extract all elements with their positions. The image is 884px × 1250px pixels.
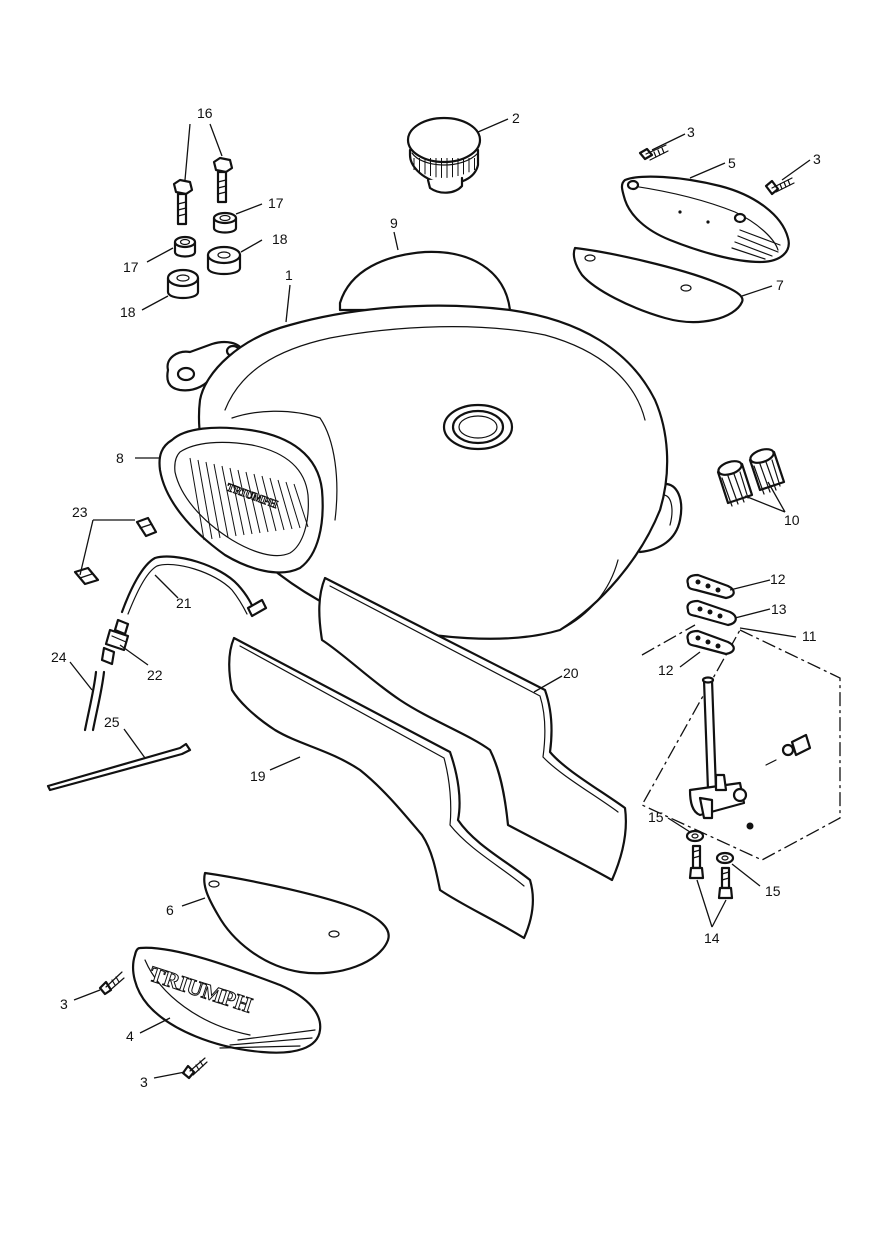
part-24-hose	[83, 670, 106, 732]
label-3-right: 3	[813, 151, 821, 167]
part-3-screw-left	[98, 971, 125, 996]
part-15-washer-left	[685, 829, 705, 843]
label-2: 2	[512, 110, 520, 126]
label-22: 22	[147, 667, 163, 683]
label-15-left: 15	[648, 809, 664, 825]
part-22-filter	[100, 618, 130, 666]
label-19: 19	[250, 768, 266, 784]
label-11: 11	[802, 628, 817, 644]
part-17-spacer-right	[212, 211, 238, 234]
part-23-clip-upper	[135, 516, 158, 538]
part-16-bolt-right	[212, 156, 234, 204]
label-9: 9	[390, 215, 398, 231]
label-18-right: 18	[272, 231, 288, 247]
knee-panel-rib	[229, 467, 245, 536]
part-18-grommet-right	[206, 245, 242, 276]
label-25: 25	[104, 714, 120, 730]
label-20: 20	[563, 665, 579, 681]
label-14: 14	[704, 930, 720, 946]
part-18-grommet-left	[166, 268, 200, 300]
label-21: 21	[176, 595, 192, 611]
part-3-screw-right	[764, 177, 795, 196]
knee-panel-rib	[205, 461, 221, 539]
label-6: 6	[166, 902, 174, 918]
label-16: 16	[197, 105, 213, 121]
knee-panel-rib	[237, 469, 253, 535]
label-17-left: 17	[123, 259, 139, 275]
label-13: 13	[771, 601, 787, 617]
callout-labels: 1 2 3 3 3 3 4 5 6 7 8 9 10 11 12 12 13 1…	[51, 105, 821, 1090]
knee-panel-rib	[197, 459, 213, 540]
leader-lines	[69, 118, 811, 1079]
label-7: 7	[776, 277, 784, 293]
part-12-gasket-bottom	[686, 629, 735, 656]
part-13-plate	[686, 599, 737, 627]
label-24: 24	[51, 649, 67, 665]
part-9-cover	[338, 250, 512, 312]
label-12-bottom: 12	[658, 662, 674, 678]
part-11-fuel-tap-assembly	[641, 624, 841, 861]
label-3-bottom: 3	[140, 1074, 148, 1090]
part-14-bolt-left	[688, 844, 705, 880]
part-17-spacer-left	[173, 235, 197, 258]
part-7-badge-gasket-right	[572, 246, 744, 324]
part-5-tank-badge-right	[620, 175, 790, 264]
label-10: 10	[784, 512, 800, 528]
part-19-foam-pad	[228, 636, 534, 940]
part-8-knee-panel: TRIUMPH	[158, 426, 324, 574]
knee-panel-rib	[261, 475, 277, 532]
label-4: 4	[126, 1028, 134, 1044]
part-20-foam-pad	[318, 576, 627, 882]
knee-panel-rib	[293, 483, 309, 528]
part-23-clip-lower	[73, 566, 100, 586]
knee-panel-rib	[285, 481, 301, 529]
part-6-badge-gasket-left	[203, 871, 390, 975]
part-3-screw-bottom	[181, 1057, 208, 1080]
part-14-bolt-right	[717, 866, 734, 900]
part-10-rubber-buffers	[716, 448, 786, 507]
part-2-filler-cap	[406, 116, 482, 194]
knee-panel-rib	[189, 457, 205, 541]
knee-panel-rib	[269, 477, 285, 531]
knee-panel-rib	[245, 471, 261, 534]
label-8: 8	[116, 450, 124, 466]
label-17-right: 17	[268, 195, 284, 211]
knee-panel-rib	[277, 479, 293, 530]
part-15-washer-right	[715, 851, 735, 865]
part-16-bolt-left	[172, 178, 194, 226]
knee-panel-rib	[253, 473, 269, 533]
part-21-breather-hose	[120, 555, 268, 618]
knee-panel-rib	[213, 463, 229, 538]
label-3-top: 3	[687, 124, 695, 140]
label-1: 1	[285, 267, 293, 283]
label-3-left: 3	[60, 996, 68, 1012]
part-3-screw-top	[638, 144, 669, 161]
part-12-gasket-top	[686, 573, 735, 600]
part-25-cable-tie	[46, 742, 192, 792]
part-1-fuel-tank	[166, 304, 683, 640]
label-23: 23	[72, 504, 88, 520]
label-18-left: 18	[120, 304, 136, 320]
label-5: 5	[728, 155, 736, 171]
knee-panel-rib	[221, 465, 237, 537]
label-12-top: 12	[770, 571, 786, 587]
part-4-tank-badge-left: TRIUMPH	[131, 946, 322, 1054]
label-15-right: 15	[765, 883, 781, 899]
